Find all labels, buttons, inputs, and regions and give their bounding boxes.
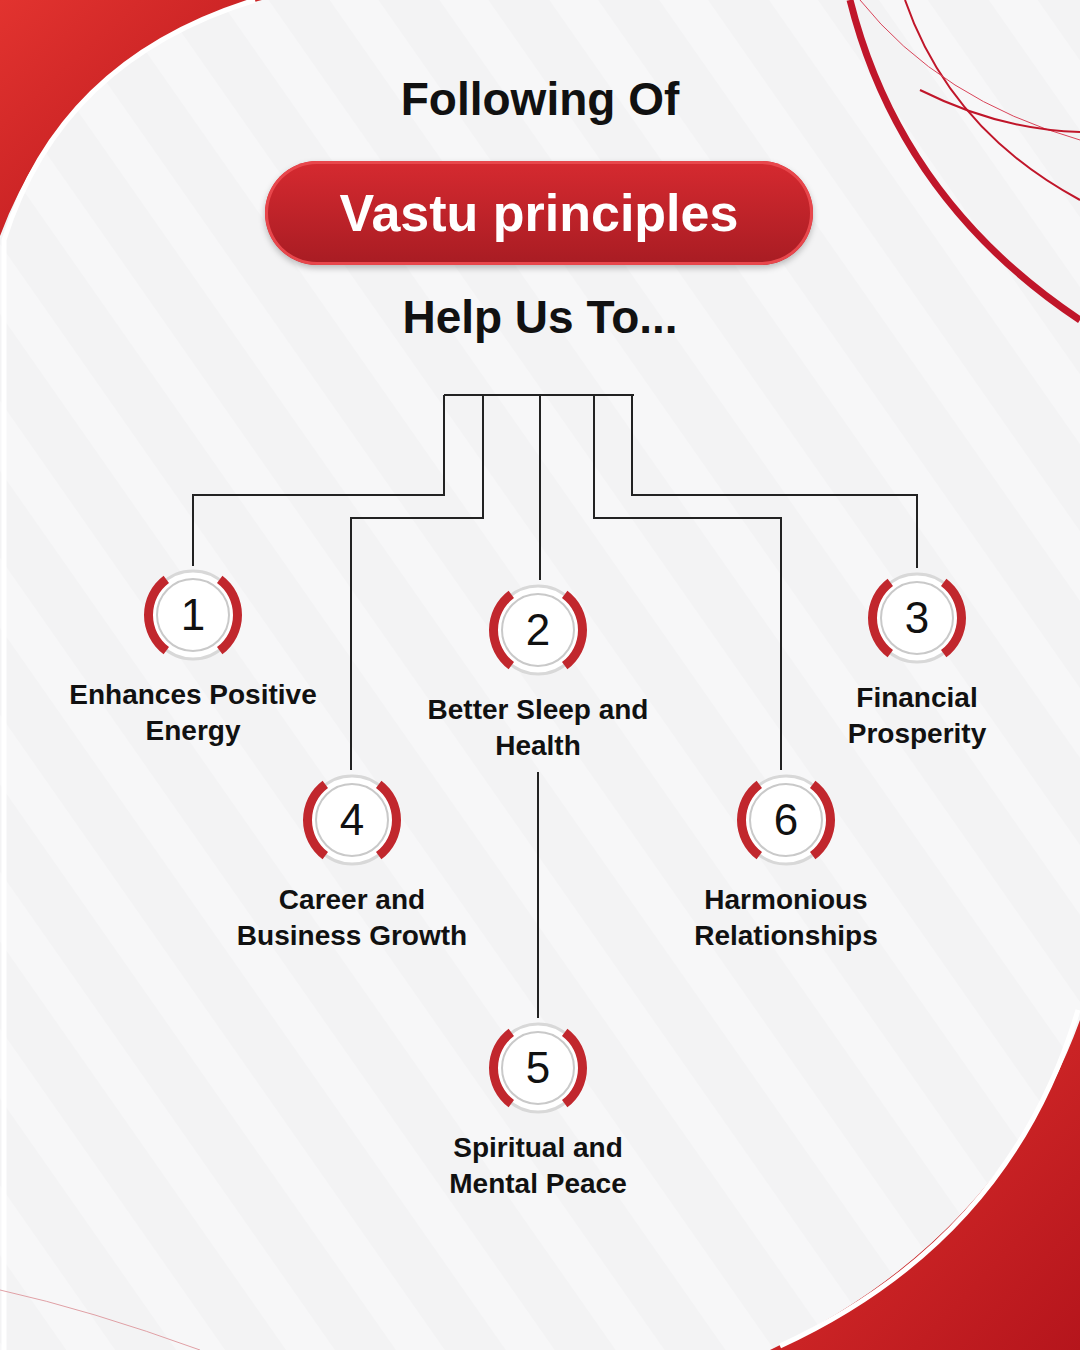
callout-number: 5	[488, 1018, 588, 1118]
step-badge: 2	[488, 580, 588, 680]
step-label: Financial Prosperity	[807, 680, 1027, 752]
callout-number: 2	[488, 580, 588, 680]
step-badge: 5	[488, 1018, 588, 1118]
branch-line	[539, 395, 541, 580]
deco-curve	[0, 1290, 200, 1350]
deco-curve	[860, 0, 1080, 140]
title-pill: Vastu principles	[265, 161, 813, 265]
frame-curve	[4, 0, 255, 1350]
corner-swoosh	[0, 0, 262, 236]
frame-curve	[780, 1010, 1078, 1346]
callout-number: 1	[143, 565, 243, 665]
numbered-step: 4Career and Business Growth	[222, 770, 482, 954]
step-label: Better Sleep and Health	[423, 692, 653, 764]
title: Following Of	[0, 72, 1080, 126]
step-badge: 6	[736, 770, 836, 870]
callout-number: 6	[736, 770, 836, 870]
deco-curve	[920, 90, 1080, 132]
numbered-step: 1Enhances Positive Energy	[68, 565, 318, 749]
step-badge: 4	[302, 770, 402, 870]
step-badge: 3	[867, 568, 967, 668]
connector	[537, 772, 539, 1018]
branch-line	[193, 395, 444, 566]
numbered-step: 3Financial Prosperity	[807, 568, 1027, 752]
step-label: Spiritual and Mental Peace	[418, 1130, 658, 1202]
callout-number: 4	[302, 770, 402, 870]
pill-text: Vastu principles	[315, 183, 763, 243]
deco-curve	[905, 0, 1080, 200]
branch-line	[632, 395, 917, 568]
numbered-step: 6Harmonious Relationships	[656, 770, 916, 954]
callout-number: 3	[867, 568, 967, 668]
corner-swoosh	[770, 1020, 1080, 1350]
numbered-step: 2Better Sleep and Health	[423, 580, 653, 764]
step-badge: 1	[143, 565, 243, 665]
subtitle: Help Us To...	[0, 290, 1080, 344]
step-label: Career and Business Growth	[222, 882, 482, 954]
numbered-step: 5Spiritual and Mental Peace	[418, 1018, 658, 1202]
deco-curve	[850, 0, 1080, 320]
step-label: Enhances Positive Energy	[68, 677, 318, 749]
step-label: Harmonious Relationships	[656, 882, 916, 954]
